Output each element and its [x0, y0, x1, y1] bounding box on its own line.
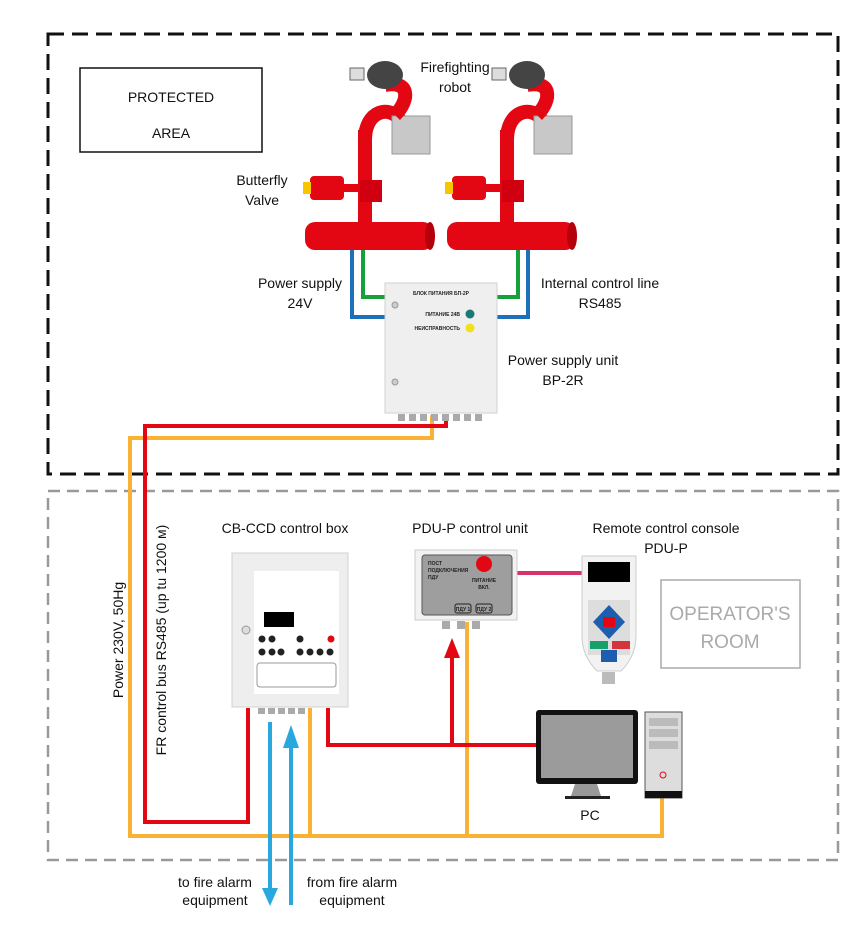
rs485-bus-pc: [326, 708, 537, 747]
svg-text:ROOM: ROOM: [700, 632, 759, 653]
pdu-p-control-unit: ПОСТ ПОДКЛЮЧЕНИЯ ПДУ ПИТАНИЕ ВКЛ. ПДУ 1 …: [414, 549, 518, 629]
bus-label: FR control bus RS485 (up tu 1200 м): [153, 525, 169, 756]
rs485-label-line1: Internal control line: [541, 275, 660, 291]
fault-indicator: [465, 323, 475, 333]
psu24-label-line1: Power supply: [258, 275, 342, 291]
remote-control-console: [581, 555, 637, 684]
console-label-line2: PDU-P: [644, 540, 688, 556]
power-button: [476, 556, 492, 572]
operator-room-label: OPERATOR'S ROOM: [660, 579, 801, 669]
operator-room-frame: [46, 489, 840, 862]
power-cable: [128, 415, 664, 838]
psu-label-line2: BP-2R: [542, 372, 583, 388]
svg-text:ВКЛ.: ВКЛ.: [478, 585, 490, 591]
svg-text:БЛОК ПИТАНИЯ БП-2Р: БЛОК ПИТАНИЯ БП-2Р: [413, 291, 470, 297]
control-line-green-2: [497, 250, 520, 299]
power-label: Power 230V, 50Hg: [110, 582, 126, 698]
protected-area-label: PROTECTED AREA: [79, 67, 263, 153]
arrow-up-from-alarm: [283, 725, 299, 748]
psu-label-line1: Power supply unit: [508, 352, 619, 368]
rs485-bus: [143, 415, 448, 824]
rs485-label-line2: RS485: [579, 295, 622, 311]
svg-text:ПОСТ: ПОСТ: [428, 561, 442, 567]
svg-text:ПДУ: ПДУ: [428, 575, 439, 581]
power-line-blue-1: [350, 250, 386, 319]
svg-text:ПИТАНИЕ 24В: ПИТАНИЕ 24В: [425, 312, 460, 318]
protected-area-frame: [46, 32, 840, 476]
valve-label-line1: Butterfly: [236, 172, 287, 188]
svg-text:AREA: AREA: [152, 125, 191, 141]
cb-label: CB-CCD control box: [222, 520, 349, 536]
robot-label-line1: Firefighting: [420, 59, 489, 75]
power-supply-unit: БЛОК ПИТАНИЯ БП-2Р ПИТАНИЕ 24В НЕИСПРАВН…: [384, 282, 498, 421]
to-alarm-label-line1: to fire alarm: [178, 874, 252, 890]
control-line-green-1: [361, 250, 386, 299]
psu24-label-line2: 24V: [288, 295, 314, 311]
svg-text:OPERATOR'S: OPERATOR'S: [669, 604, 790, 625]
svg-text:ПДУ 1: ПДУ 1: [456, 607, 471, 613]
robot-label-line2: robot: [439, 79, 471, 95]
pc-label: PC: [580, 807, 599, 823]
svg-text:НЕИСПРАВНОСТЬ: НЕИСПРАВНОСТЬ: [415, 326, 461, 332]
pc: [536, 710, 683, 799]
valve-label-line2: Valve: [245, 192, 279, 208]
svg-text:ПИТАНИЕ: ПИТАНИЕ: [472, 578, 497, 584]
power-line-blue-2: [497, 250, 530, 319]
svg-text:ПОДКЛЮЧЕНИЯ: ПОДКЛЮЧЕНИЯ: [428, 568, 469, 574]
arrow-up-pdu: [444, 638, 460, 658]
svg-text:PROTECTED: PROTECTED: [128, 89, 214, 105]
from-alarm-label-line1: from fire alarm: [307, 874, 397, 890]
firefighting-robot-1: [303, 61, 435, 250]
to-alarm-label-line2: equipment: [182, 892, 247, 908]
from-alarm-label-line2: equipment: [319, 892, 384, 908]
power-indicator: [465, 309, 475, 319]
arrow-down-to-alarm: [262, 888, 278, 906]
pdu-unit-label: PDU-P control unit: [412, 520, 528, 536]
cb-ccd-control-box: [231, 552, 349, 714]
svg-text:ПДУ 2: ПДУ 2: [477, 607, 492, 613]
console-label-line1: Remote control console: [592, 520, 739, 536]
